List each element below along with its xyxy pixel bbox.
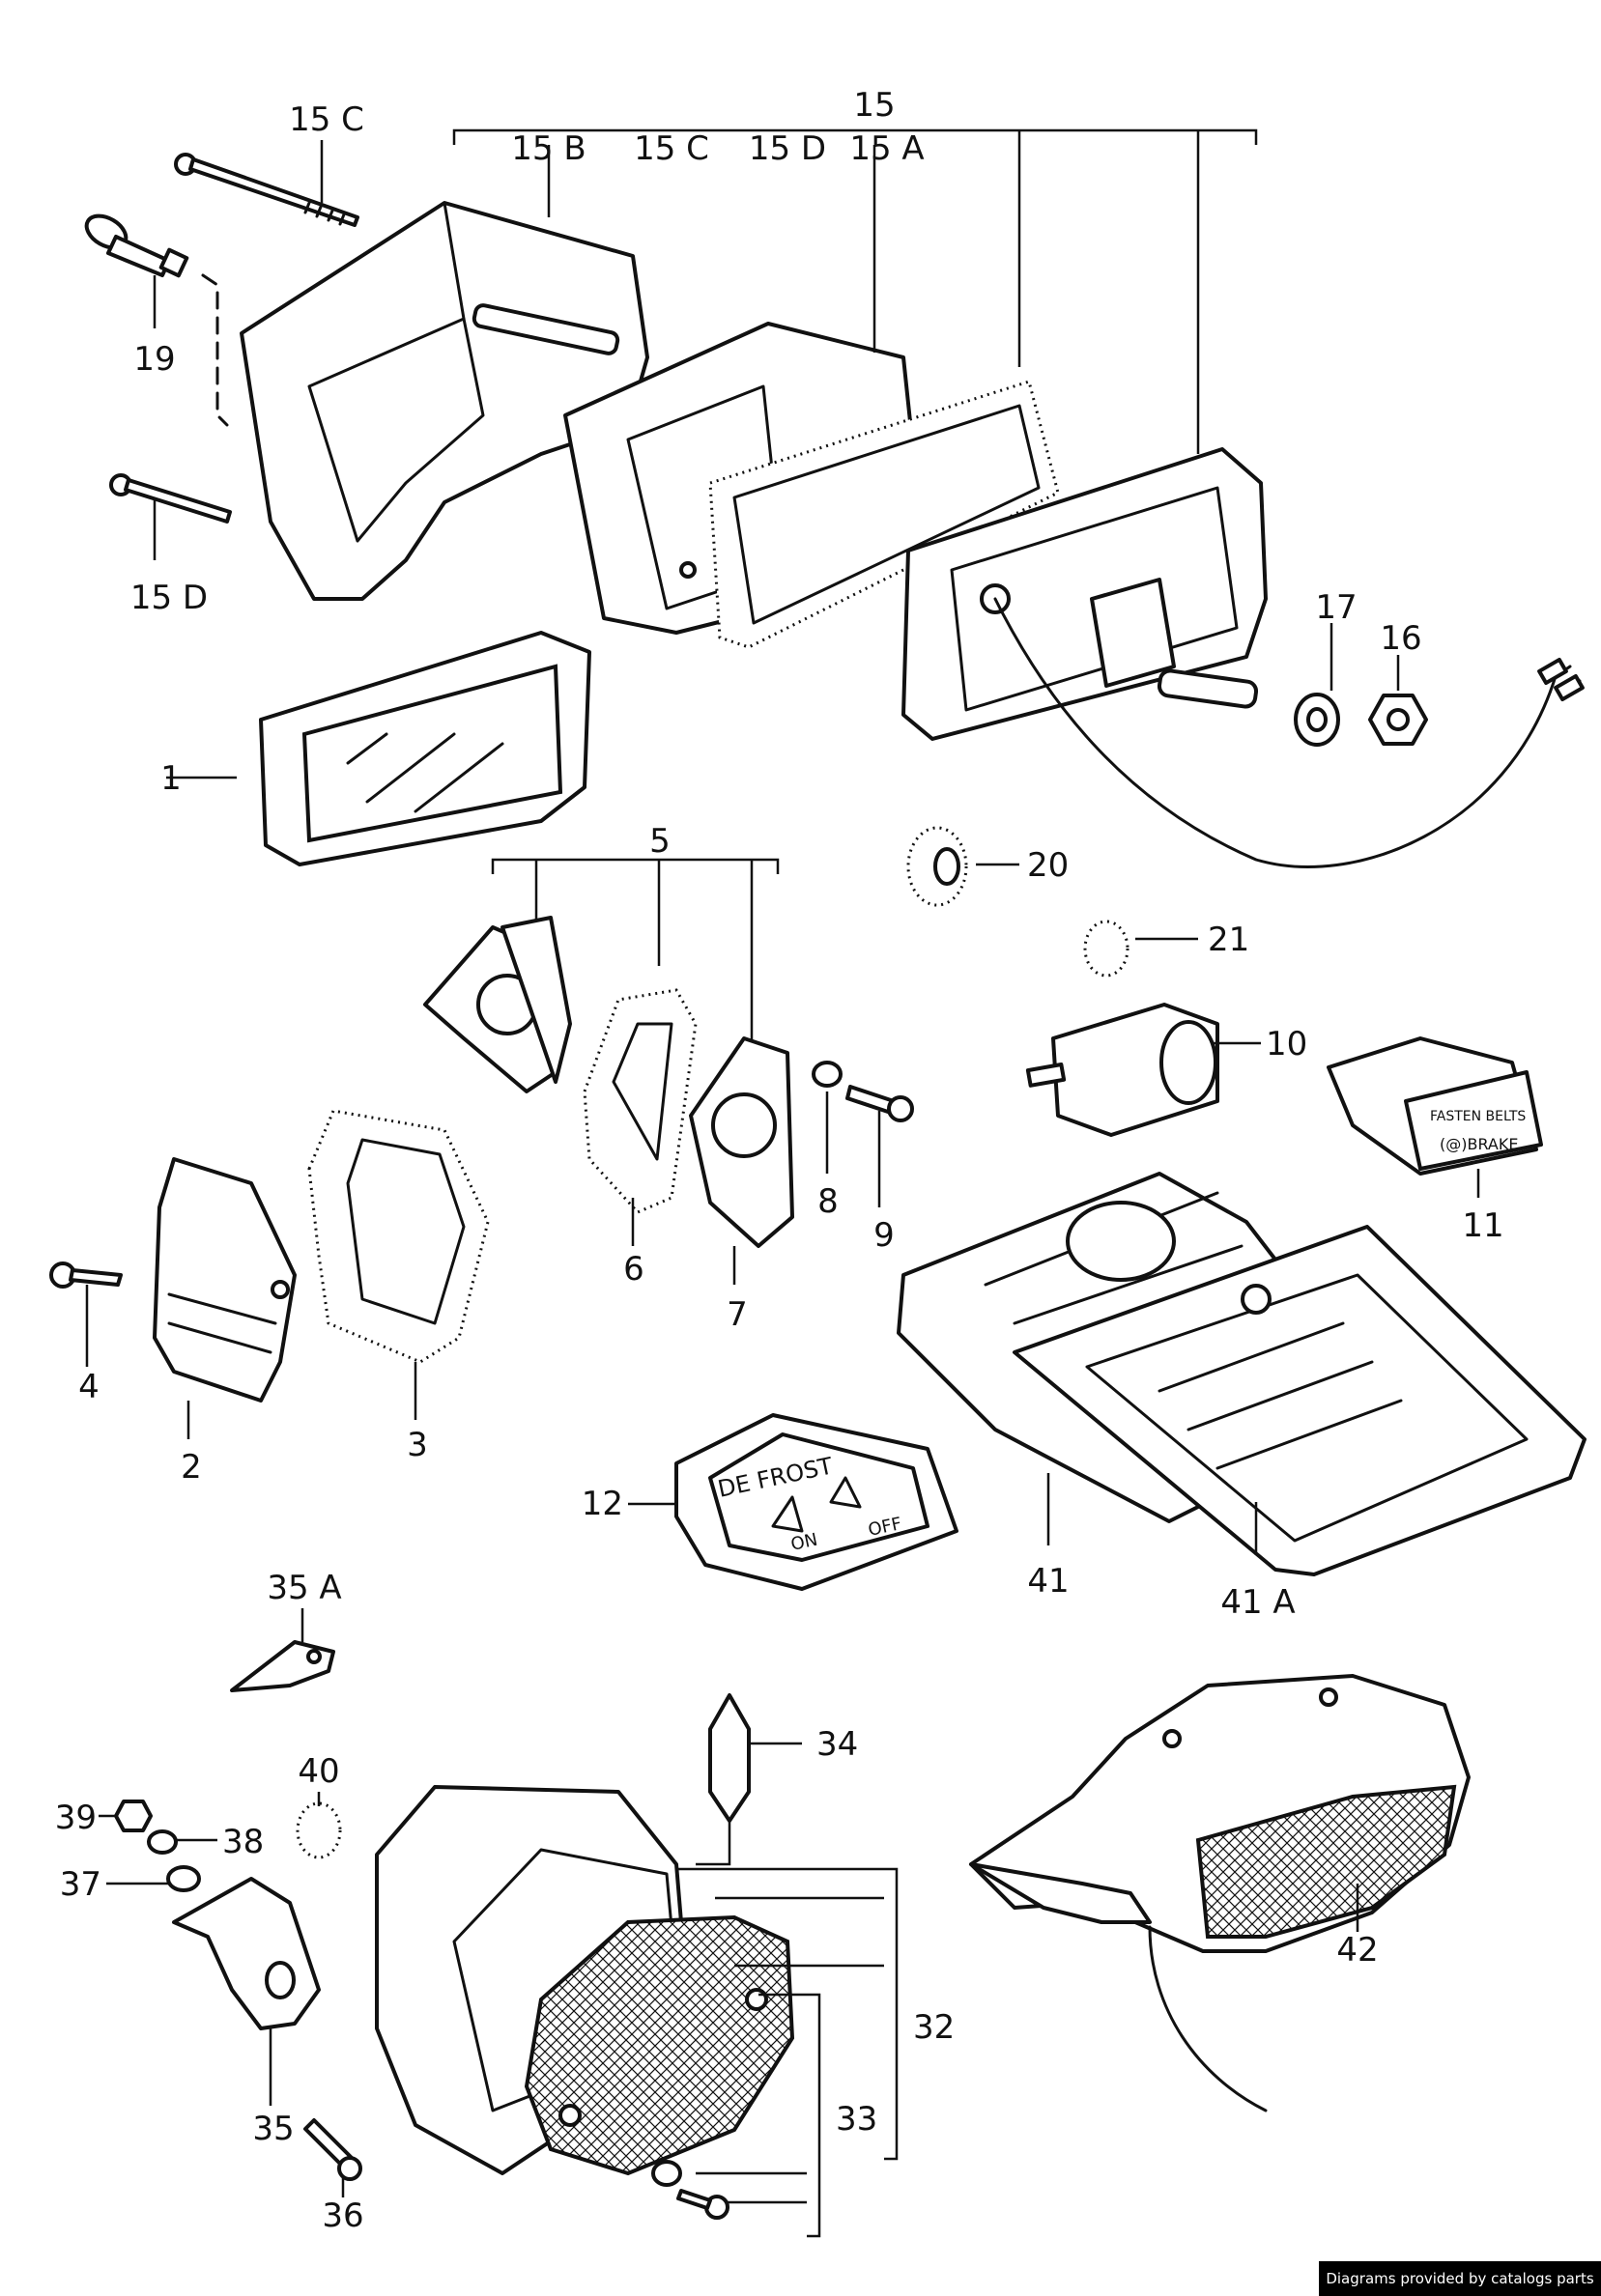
bracket-5	[491, 858, 780, 1063]
label-15a: 15 A	[849, 129, 924, 168]
label-39: 39	[55, 1799, 97, 1837]
label-38: 38	[222, 1823, 264, 1861]
label-37: 37	[60, 1865, 101, 1904]
label-41: 41	[1027, 1562, 1069, 1601]
screws-33	[651, 2160, 729, 2220]
grommet-20	[906, 826, 1019, 907]
bolt-15d	[109, 473, 232, 560]
label-15b: 15 B	[511, 129, 586, 168]
lamp-42	[969, 1674, 1471, 2112]
nut-16	[1368, 655, 1428, 746]
label-12: 12	[582, 1485, 623, 1523]
fasten-belts-text: FASTEN BELTS	[1430, 1109, 1526, 1124]
labels: 15 15 B 15 C 15 D 15 A 15 C 19 15 D 17 1…	[55, 86, 1504, 2235]
label-3: 3	[407, 1426, 428, 1464]
label-34: 34	[816, 1725, 858, 1764]
label-7: 7	[727, 1295, 748, 1334]
gasket-6	[583, 988, 698, 1246]
screw-4	[49, 1261, 123, 1367]
label-2: 2	[181, 1448, 202, 1487]
label-33: 33	[836, 2100, 877, 2139]
label-42: 42	[1336, 1931, 1378, 1970]
cover-2	[153, 1157, 297, 1439]
label-19: 19	[133, 340, 175, 379]
label-8: 8	[817, 1182, 839, 1221]
label-20: 20	[1027, 846, 1069, 885]
brake-text: (@)BRAKE	[1440, 1135, 1518, 1153]
label-15c-top: 15 C	[289, 100, 364, 139]
washer-17	[1294, 623, 1340, 747]
plate-7	[689, 1036, 794, 1285]
label-40: 40	[298, 1752, 339, 1791]
label-41a: 41 A	[1220, 1583, 1295, 1622]
label-4: 4	[78, 1368, 100, 1406]
label-10: 10	[1266, 1025, 1307, 1063]
bracket-33	[696, 1993, 821, 2238]
label-15: 15	[853, 86, 895, 125]
label-36: 36	[322, 2197, 363, 2235]
relay-10	[1025, 1003, 1261, 1137]
label-6: 6	[623, 1250, 644, 1289]
bracket-35	[172, 1877, 321, 2106]
washer-38	[147, 1829, 217, 1855]
bracket-32	[676, 1867, 899, 2161]
grommet-40	[296, 1792, 342, 1859]
lamp-15-body	[901, 447, 1585, 868]
bracket-15	[452, 128, 1258, 454]
label-5: 5	[649, 822, 671, 861]
label-35a: 35 A	[267, 1569, 341, 1607]
label-15d-top: 15 D	[749, 129, 826, 168]
housing-15b	[240, 145, 649, 601]
credit-badge: Diagrams provided by catalogs parts	[1319, 2261, 1601, 2296]
warning-lamp-11: FASTEN BELTS (@)BRAKE	[1327, 1036, 1543, 1198]
lens-33	[524, 1914, 795, 2176]
lens-1	[166, 631, 591, 866]
label-15c: 15 C	[634, 129, 709, 168]
label-1: 1	[160, 759, 182, 798]
label-32: 32	[913, 2008, 955, 2047]
label-17: 17	[1315, 588, 1357, 627]
cover-41a	[1013, 1225, 1587, 1576]
washer-37	[106, 1865, 201, 1892]
grommet-21	[1083, 920, 1198, 978]
screw-36	[303, 2118, 362, 2197]
bulb-19	[84, 213, 229, 427]
label-15d: 15 D	[130, 579, 208, 617]
washer-8	[812, 1061, 843, 1174]
socket-assembly	[423, 916, 572, 1093]
bulb-34	[696, 1693, 802, 1866]
label-11: 11	[1462, 1206, 1503, 1245]
gasket-ring	[708, 380, 1060, 649]
defrost-switch-12: DE FROST ON OFF	[628, 1413, 958, 1591]
label-16: 16	[1380, 619, 1421, 658]
label-9: 9	[873, 1216, 895, 1255]
screw-9	[845, 1085, 914, 1207]
bolt-15c	[174, 140, 359, 227]
label-35: 35	[252, 2110, 294, 2148]
nut-39	[99, 1800, 153, 1832]
bracket-35a	[230, 1608, 335, 1692]
label-21: 21	[1208, 921, 1249, 959]
gasket-3	[307, 1109, 490, 1420]
